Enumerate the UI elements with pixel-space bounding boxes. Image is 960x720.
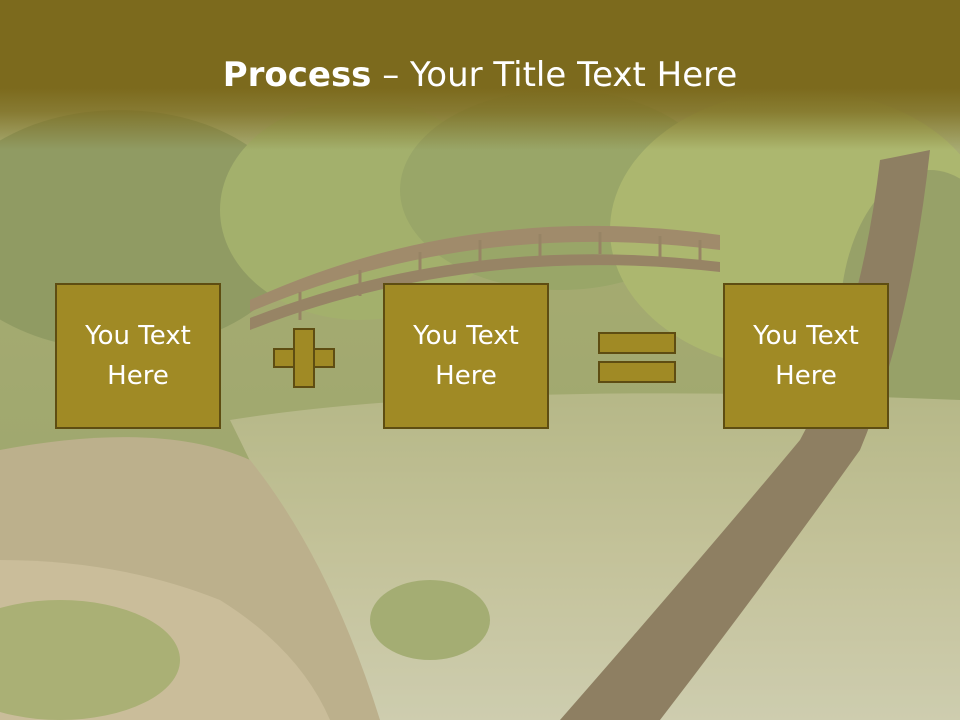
process-box-2[interactable]: You Text Here	[383, 283, 549, 429]
equals-icon-top-bar	[598, 332, 676, 354]
title-bold-text: Process	[222, 55, 372, 95]
process-box-1[interactable]: You Text Here	[55, 283, 221, 429]
slide-title: Process – Your Title Text Here	[0, 52, 960, 98]
process-box-1-label: You Text Here	[85, 321, 191, 391]
process-box-2-label: You Text Here	[413, 321, 519, 391]
plus-icon-vertical-bar	[293, 328, 315, 388]
equals-icon-bottom-bar	[598, 361, 676, 383]
process-box-3-label: You Text Here	[753, 321, 859, 391]
title-band	[0, 0, 960, 150]
title-rest-text: – Your Title Text Here	[371, 55, 738, 95]
process-box-3[interactable]: You Text Here	[723, 283, 889, 429]
